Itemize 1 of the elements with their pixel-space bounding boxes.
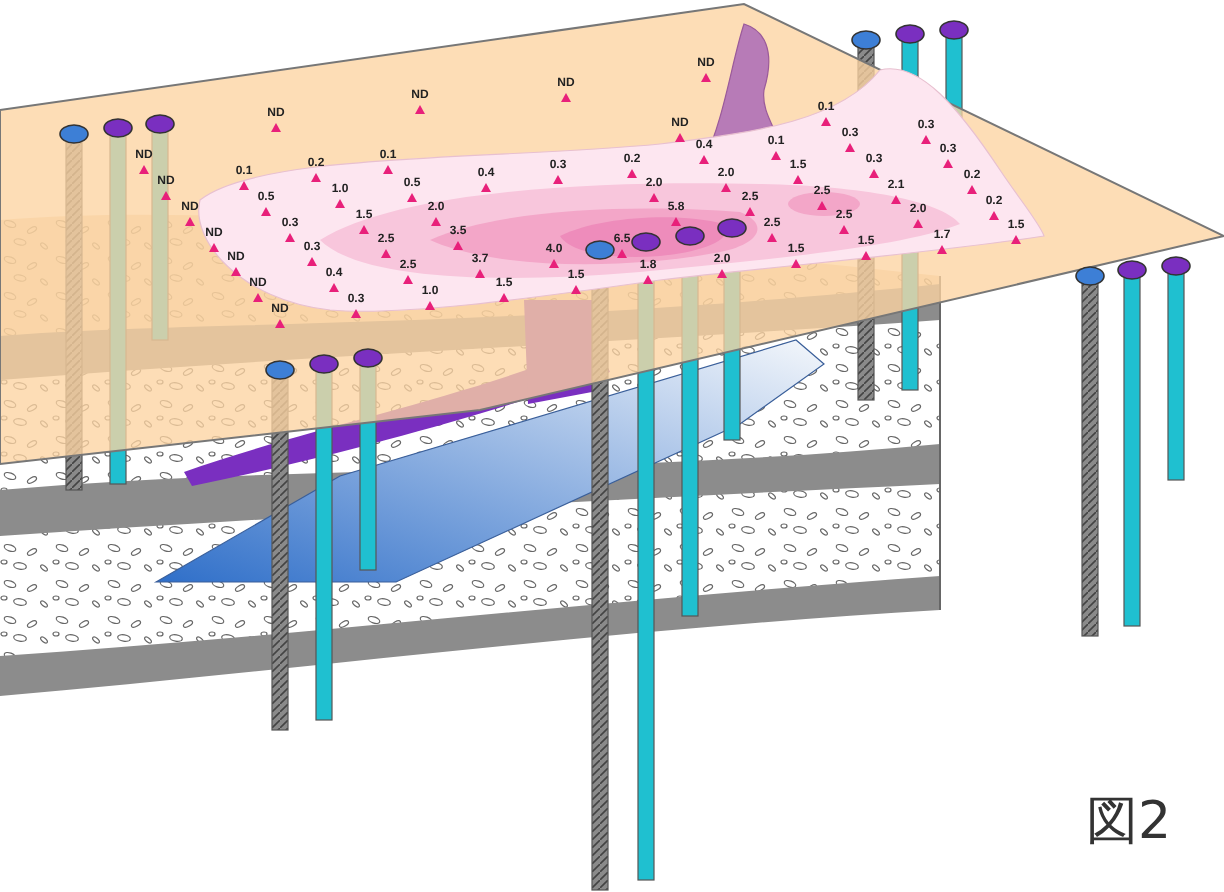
figure-number: 図2	[1086, 796, 1172, 848]
